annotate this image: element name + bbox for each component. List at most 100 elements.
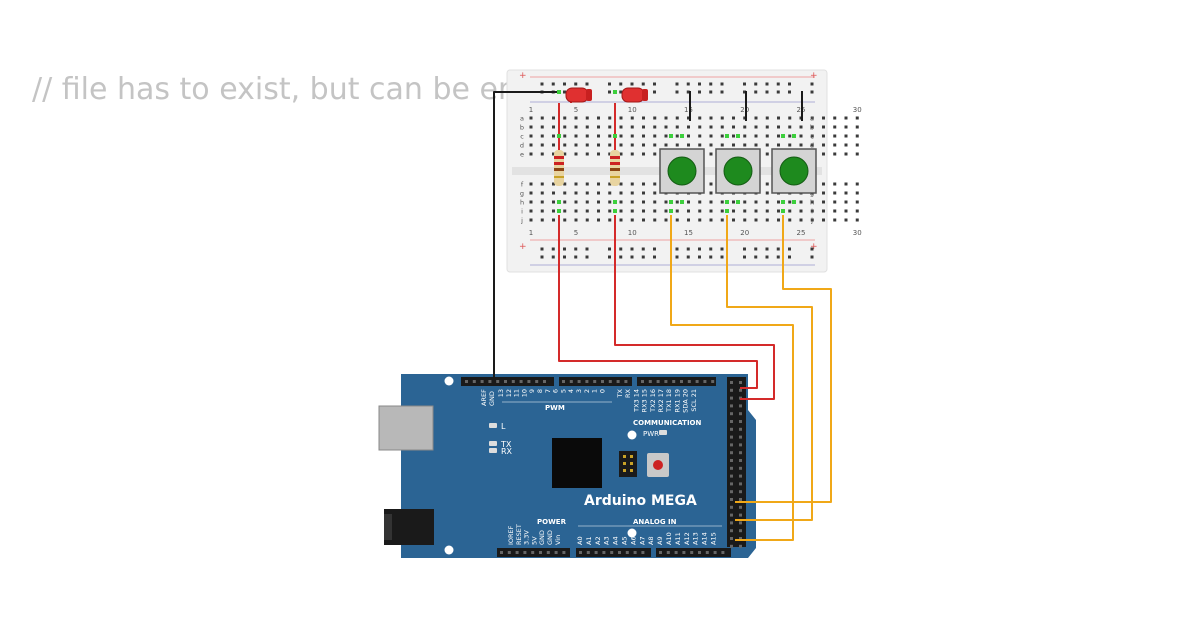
hole xyxy=(630,191,634,195)
wire-button2-orange[interactable] xyxy=(726,215,813,521)
hole xyxy=(844,191,848,195)
label-pwr: PWR xyxy=(643,430,659,438)
hole xyxy=(642,116,645,120)
hole xyxy=(788,209,792,213)
hole xyxy=(608,200,612,204)
rail-hole xyxy=(675,90,679,94)
hole xyxy=(619,209,623,213)
hole xyxy=(698,200,702,204)
rail-plus-br: + xyxy=(810,242,818,252)
header-pin xyxy=(739,490,742,494)
resistor-1[interactable] xyxy=(554,150,564,186)
led-1[interactable] xyxy=(565,87,592,103)
rail-hole xyxy=(675,255,679,259)
header-pin xyxy=(496,380,500,383)
connected-hole xyxy=(680,200,684,204)
usb-port[interactable] xyxy=(378,405,434,451)
pin-label: TX3 14 xyxy=(632,389,640,413)
header-pin xyxy=(739,529,742,533)
wire-led2-red[interactable] xyxy=(614,215,775,400)
hole xyxy=(597,182,600,186)
hole xyxy=(675,218,679,222)
hole xyxy=(687,116,690,120)
header-pin xyxy=(577,380,581,383)
wire-button3-orange[interactable] xyxy=(735,215,832,503)
pin-label: 2 xyxy=(583,389,591,393)
column-number: 20 xyxy=(740,229,749,237)
band xyxy=(610,156,620,159)
microcontroller-chip xyxy=(552,438,602,488)
header-pin xyxy=(739,451,742,455)
hole xyxy=(833,116,837,120)
pin-label: A4 xyxy=(612,536,620,545)
rail-hole xyxy=(608,82,611,86)
hole xyxy=(642,182,645,186)
header-pin xyxy=(472,380,476,383)
pin-label: 11 xyxy=(513,389,521,397)
rail-hole xyxy=(810,255,814,259)
column-number: 15 xyxy=(684,106,693,114)
column-number: 5 xyxy=(574,229,578,237)
hole xyxy=(844,218,848,222)
rail-hole xyxy=(776,255,780,259)
header-pin xyxy=(594,551,598,554)
hole xyxy=(630,209,634,213)
power-jack[interactable] xyxy=(384,509,434,545)
pushbutton-1[interactable] xyxy=(659,148,705,194)
header-pin xyxy=(730,529,733,533)
pushbutton-2[interactable] xyxy=(715,148,761,194)
connected-hole xyxy=(613,90,617,94)
hole xyxy=(563,200,567,204)
header-pin xyxy=(739,404,742,408)
wire-gnd-black[interactable] xyxy=(493,91,559,380)
hole xyxy=(540,134,544,138)
wire-led1-red[interactable] xyxy=(558,215,758,389)
connected-hole xyxy=(557,90,561,94)
header-pin xyxy=(739,544,742,548)
hole xyxy=(698,209,702,213)
led-2[interactable] xyxy=(621,87,648,103)
rail-hole xyxy=(563,255,566,259)
hole xyxy=(597,134,600,138)
hole xyxy=(709,218,713,222)
hole xyxy=(675,116,679,120)
hole xyxy=(687,200,690,204)
rail-hole xyxy=(574,82,578,86)
hole xyxy=(529,134,533,138)
hole xyxy=(552,152,555,156)
header-pin xyxy=(562,380,565,383)
header-pin xyxy=(711,380,715,383)
column-number: 10 xyxy=(628,106,637,114)
icsp-pins xyxy=(623,455,633,472)
connected-hole xyxy=(557,200,561,204)
arduino-mega-board[interactable]: L TX RX PWR Arduino MEGA PWM COMMUNICATI… xyxy=(378,374,756,558)
hole xyxy=(687,218,690,222)
led-l xyxy=(489,423,497,428)
hole xyxy=(855,191,859,195)
header-analog-1 xyxy=(576,548,651,557)
pushbutton-3[interactable] xyxy=(771,148,817,194)
label-tx: TX xyxy=(500,440,512,449)
pin-label: A8 xyxy=(647,536,655,545)
header-pin xyxy=(523,551,527,554)
connected-hole xyxy=(781,209,785,213)
column-number: 30 xyxy=(853,106,862,114)
connected-hole xyxy=(557,209,561,213)
header-pin xyxy=(730,412,733,416)
led-rim xyxy=(586,89,592,101)
header-pin xyxy=(687,380,691,383)
hole xyxy=(653,152,657,156)
hole xyxy=(619,125,623,129)
wire-button1-orange[interactable] xyxy=(670,215,794,541)
hole xyxy=(574,116,578,120)
hole xyxy=(754,218,758,222)
connected-hole xyxy=(613,134,617,138)
rail-hole xyxy=(653,82,656,86)
header-top-3 xyxy=(637,377,716,386)
rail-hole xyxy=(754,247,758,251)
band xyxy=(554,162,564,165)
resistor-2[interactable] xyxy=(610,150,620,186)
hole xyxy=(687,209,690,213)
hole xyxy=(810,200,814,204)
